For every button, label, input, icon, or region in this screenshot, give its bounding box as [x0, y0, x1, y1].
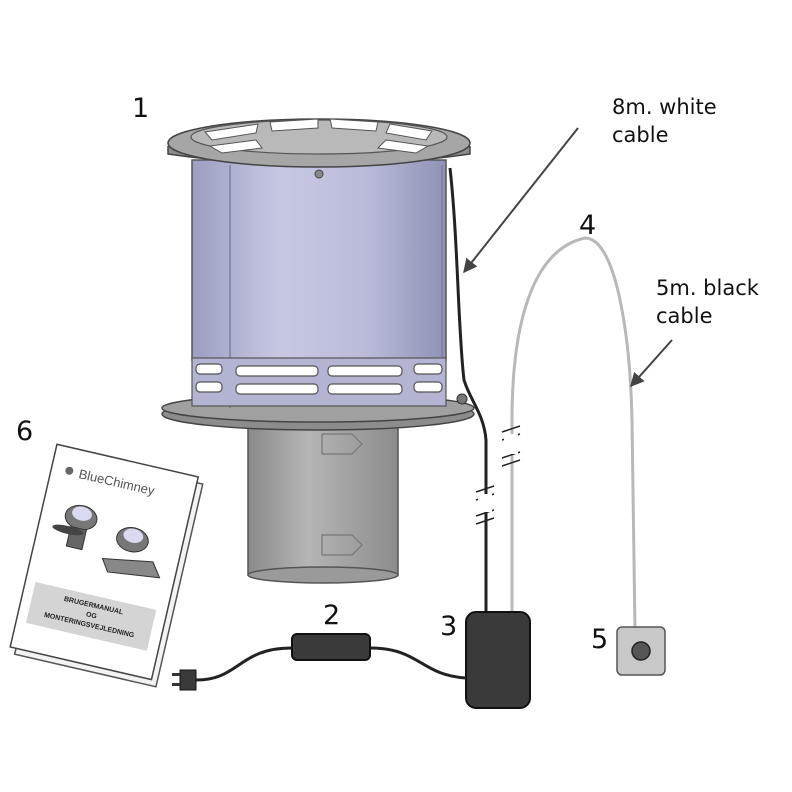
inline-switch — [291, 633, 371, 661]
black-cable-label-line2: cable — [656, 304, 713, 328]
white-cable-loop — [501, 236, 637, 631]
mains-cable — [172, 633, 467, 691]
manual-illustration — [52, 504, 161, 579]
chimney-cap — [161, 118, 475, 584]
manual-title-line2: OG — [85, 611, 98, 620]
fan-housing — [191, 159, 447, 408]
callout-3: 3 — [440, 611, 457, 642]
callout-4: 4 — [579, 210, 596, 241]
pipe-arrow-mark — [321, 433, 363, 455]
controller-knob-icon — [631, 641, 651, 661]
white-cable-label-line1: 8m. white — [612, 95, 717, 119]
chimney-pipe — [247, 419, 399, 584]
power-adapter — [465, 611, 531, 709]
top-lid — [167, 118, 471, 179]
white-cable-arrow — [463, 127, 579, 274]
callout-5: 5 — [591, 624, 608, 655]
plug — [172, 669, 197, 691]
black-cable-chimney — [448, 167, 495, 612]
pipe-arrow-mark — [321, 534, 363, 556]
brand-logo-icon — [65, 466, 74, 475]
user-manual: BlueChimney BRUGERMANUAL OG MONTERINGSVE… — [9, 443, 204, 688]
callout-2: 2 — [323, 600, 340, 631]
callout-1: 1 — [132, 93, 149, 124]
black-cable-arrow — [630, 339, 673, 388]
callout-6: 6 — [16, 416, 33, 447]
black-cable-label-line1: 5m. black — [656, 276, 760, 300]
wall-controller — [616, 626, 666, 676]
white-cable-label-line2: cable — [612, 123, 669, 147]
